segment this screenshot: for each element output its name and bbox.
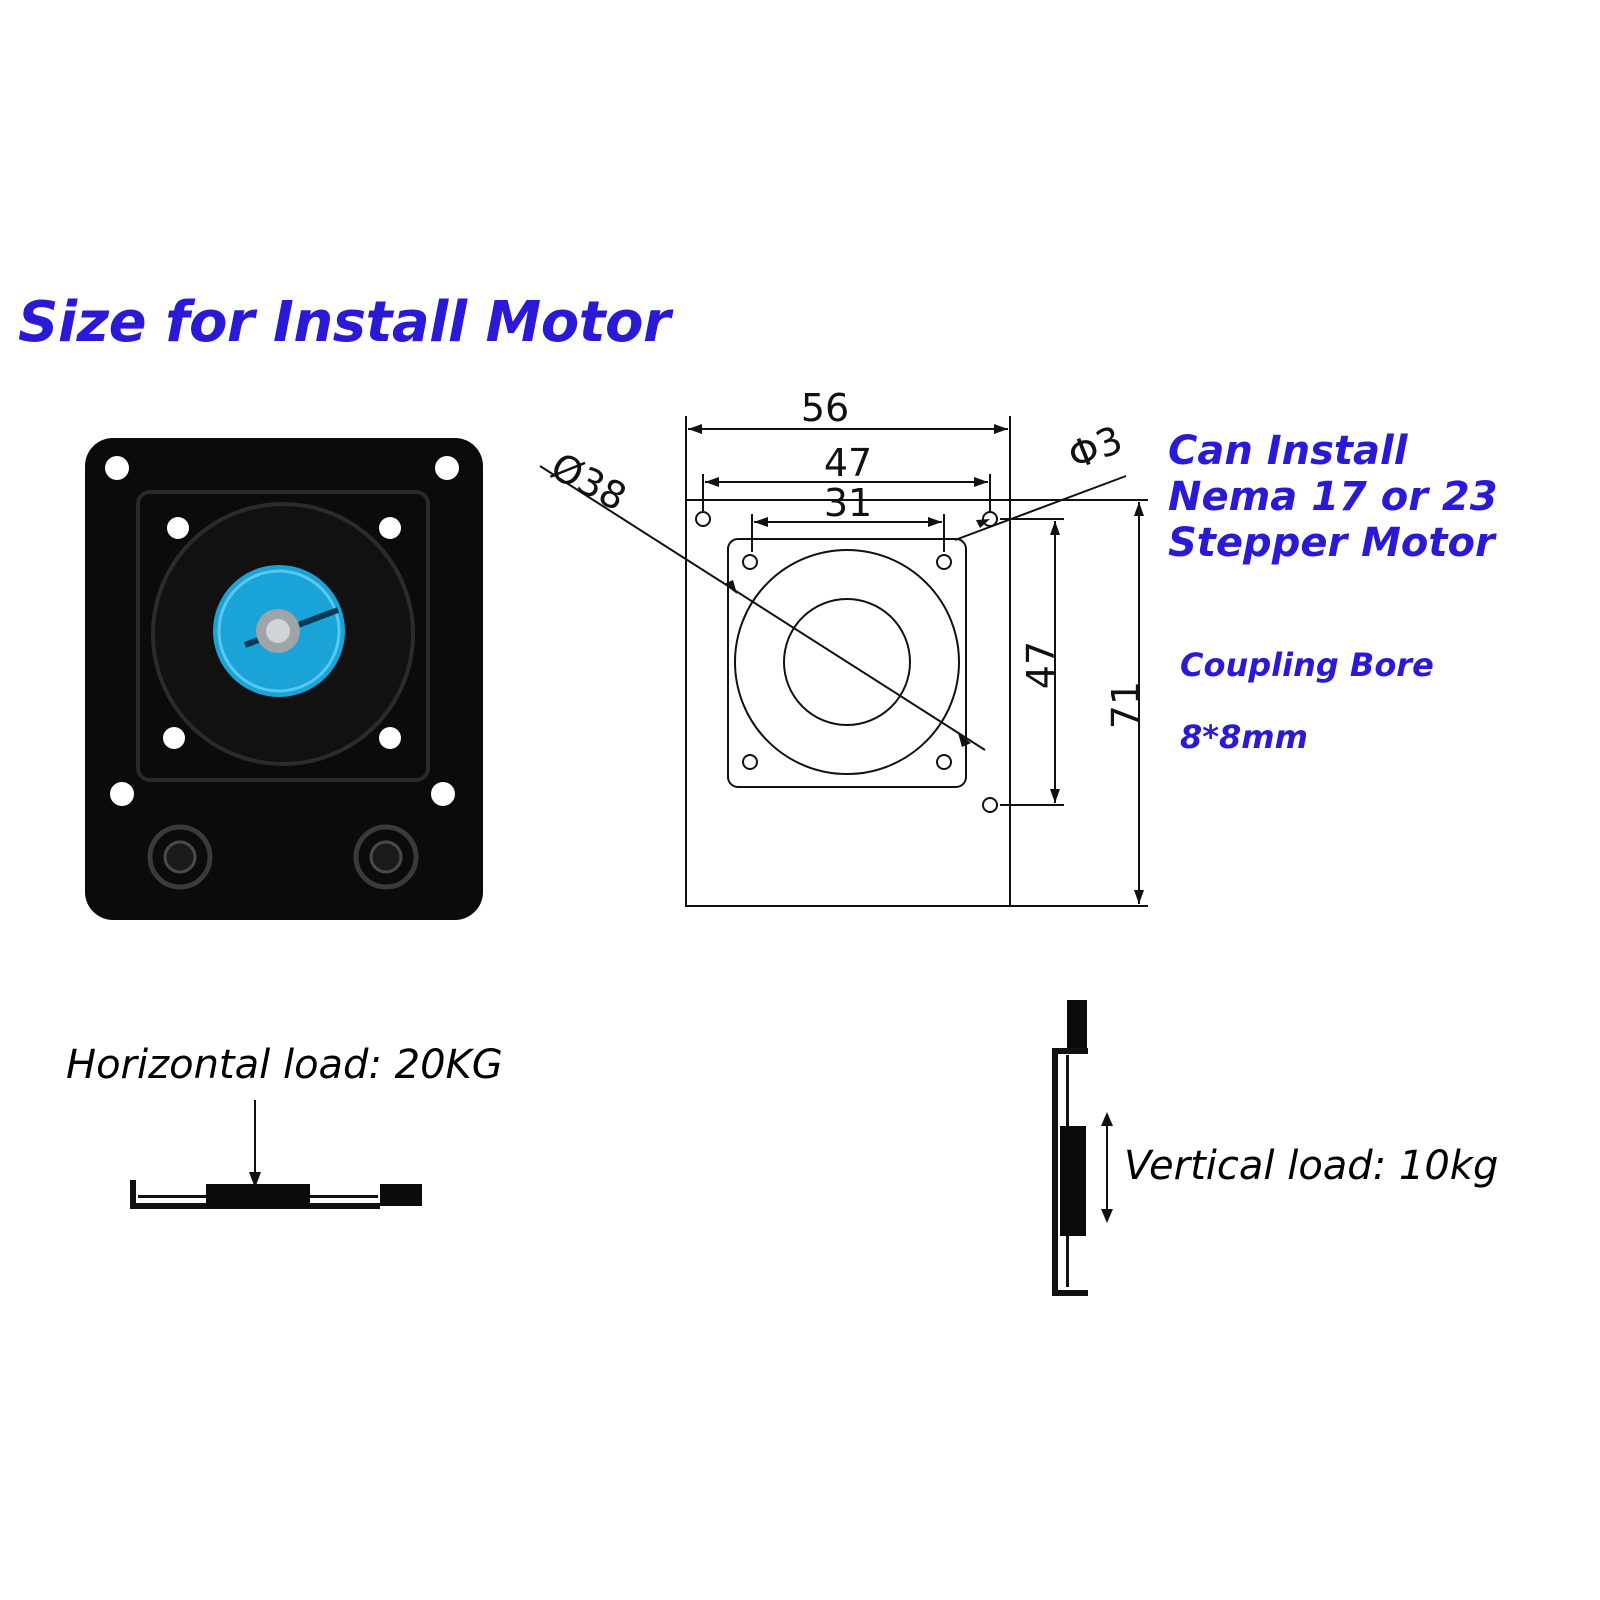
mount-plate [85, 438, 483, 920]
inner-hole [163, 727, 185, 749]
inner-hole [379, 517, 401, 539]
dim-hole-phi3: Φ3 [1062, 417, 1129, 478]
dim-31: 31 [824, 481, 872, 525]
corner-hole [110, 782, 134, 806]
horizontal-load-label: Horizontal load: 20KG [66, 1042, 503, 1088]
install-note-line-3: Stepper Motor [1168, 520, 1495, 566]
vertical-load-label: Vertical load: 10kg [1124, 1143, 1499, 1189]
install-note-line-2: Nema 17 or 23 [1168, 474, 1498, 520]
dim-47-vertical: 47 [1019, 641, 1063, 689]
vertical-load-diagram [1052, 1000, 1113, 1296]
coupling-bore-label: Coupling Bore [1180, 646, 1434, 684]
page-title: Size for Install Motor [18, 290, 671, 355]
dim-diameter-38: Ø38 [544, 444, 634, 520]
dim-56: 56 [801, 386, 849, 430]
install-note-line-1: Can Install [1168, 428, 1408, 474]
corner-hole [105, 456, 129, 480]
coupling-bore-size: 8*8mm [1180, 718, 1308, 756]
inner-hole [379, 727, 401, 749]
corner-hole [431, 782, 455, 806]
inner-hole [167, 517, 189, 539]
install-note: Can Install Nema 17 or 23 Stepper Motor [1168, 428, 1498, 566]
dim-71: 71 [1104, 681, 1148, 729]
horizontal-load-diagram [130, 1100, 422, 1209]
technical-drawing [539, 416, 1148, 907]
dim-47-horizontal: 47 [824, 441, 872, 485]
corner-hole [435, 456, 459, 480]
